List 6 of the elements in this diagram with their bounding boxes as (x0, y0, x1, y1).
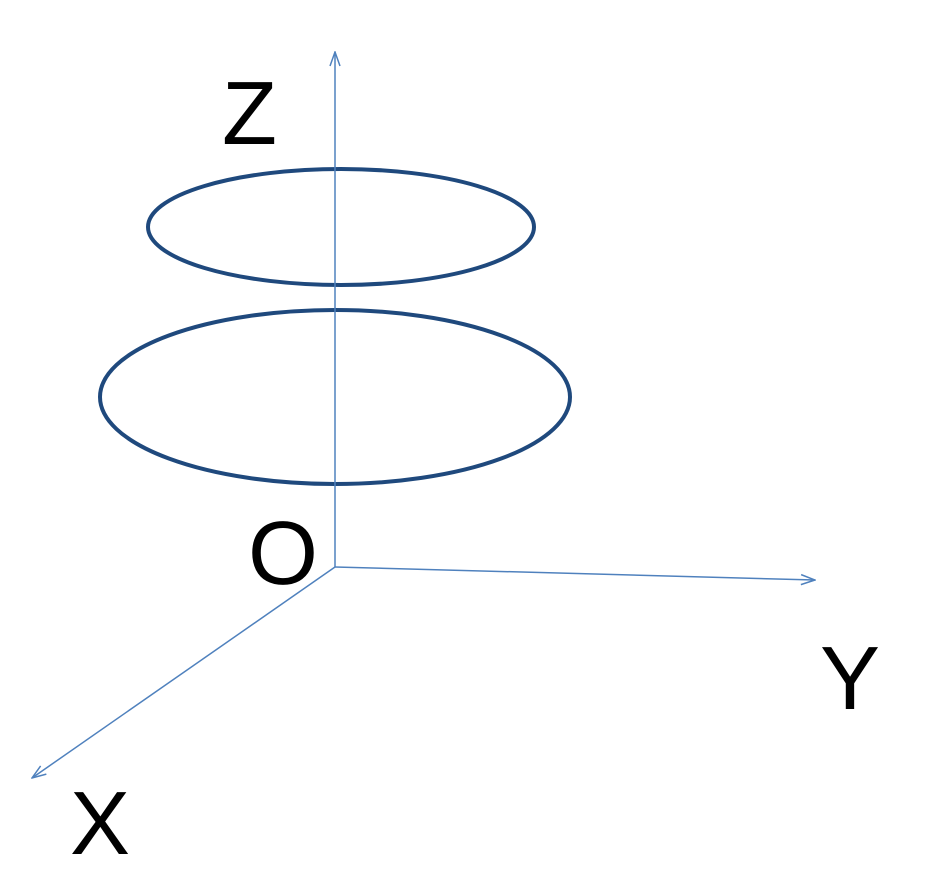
axis-label: Y (820, 634, 880, 724)
upper-ring (146, 167, 536, 287)
origin-label: O (248, 509, 318, 599)
axis-label: Z (222, 69, 277, 159)
axis-label: X (70, 779, 130, 869)
lower-ring (98, 308, 572, 486)
